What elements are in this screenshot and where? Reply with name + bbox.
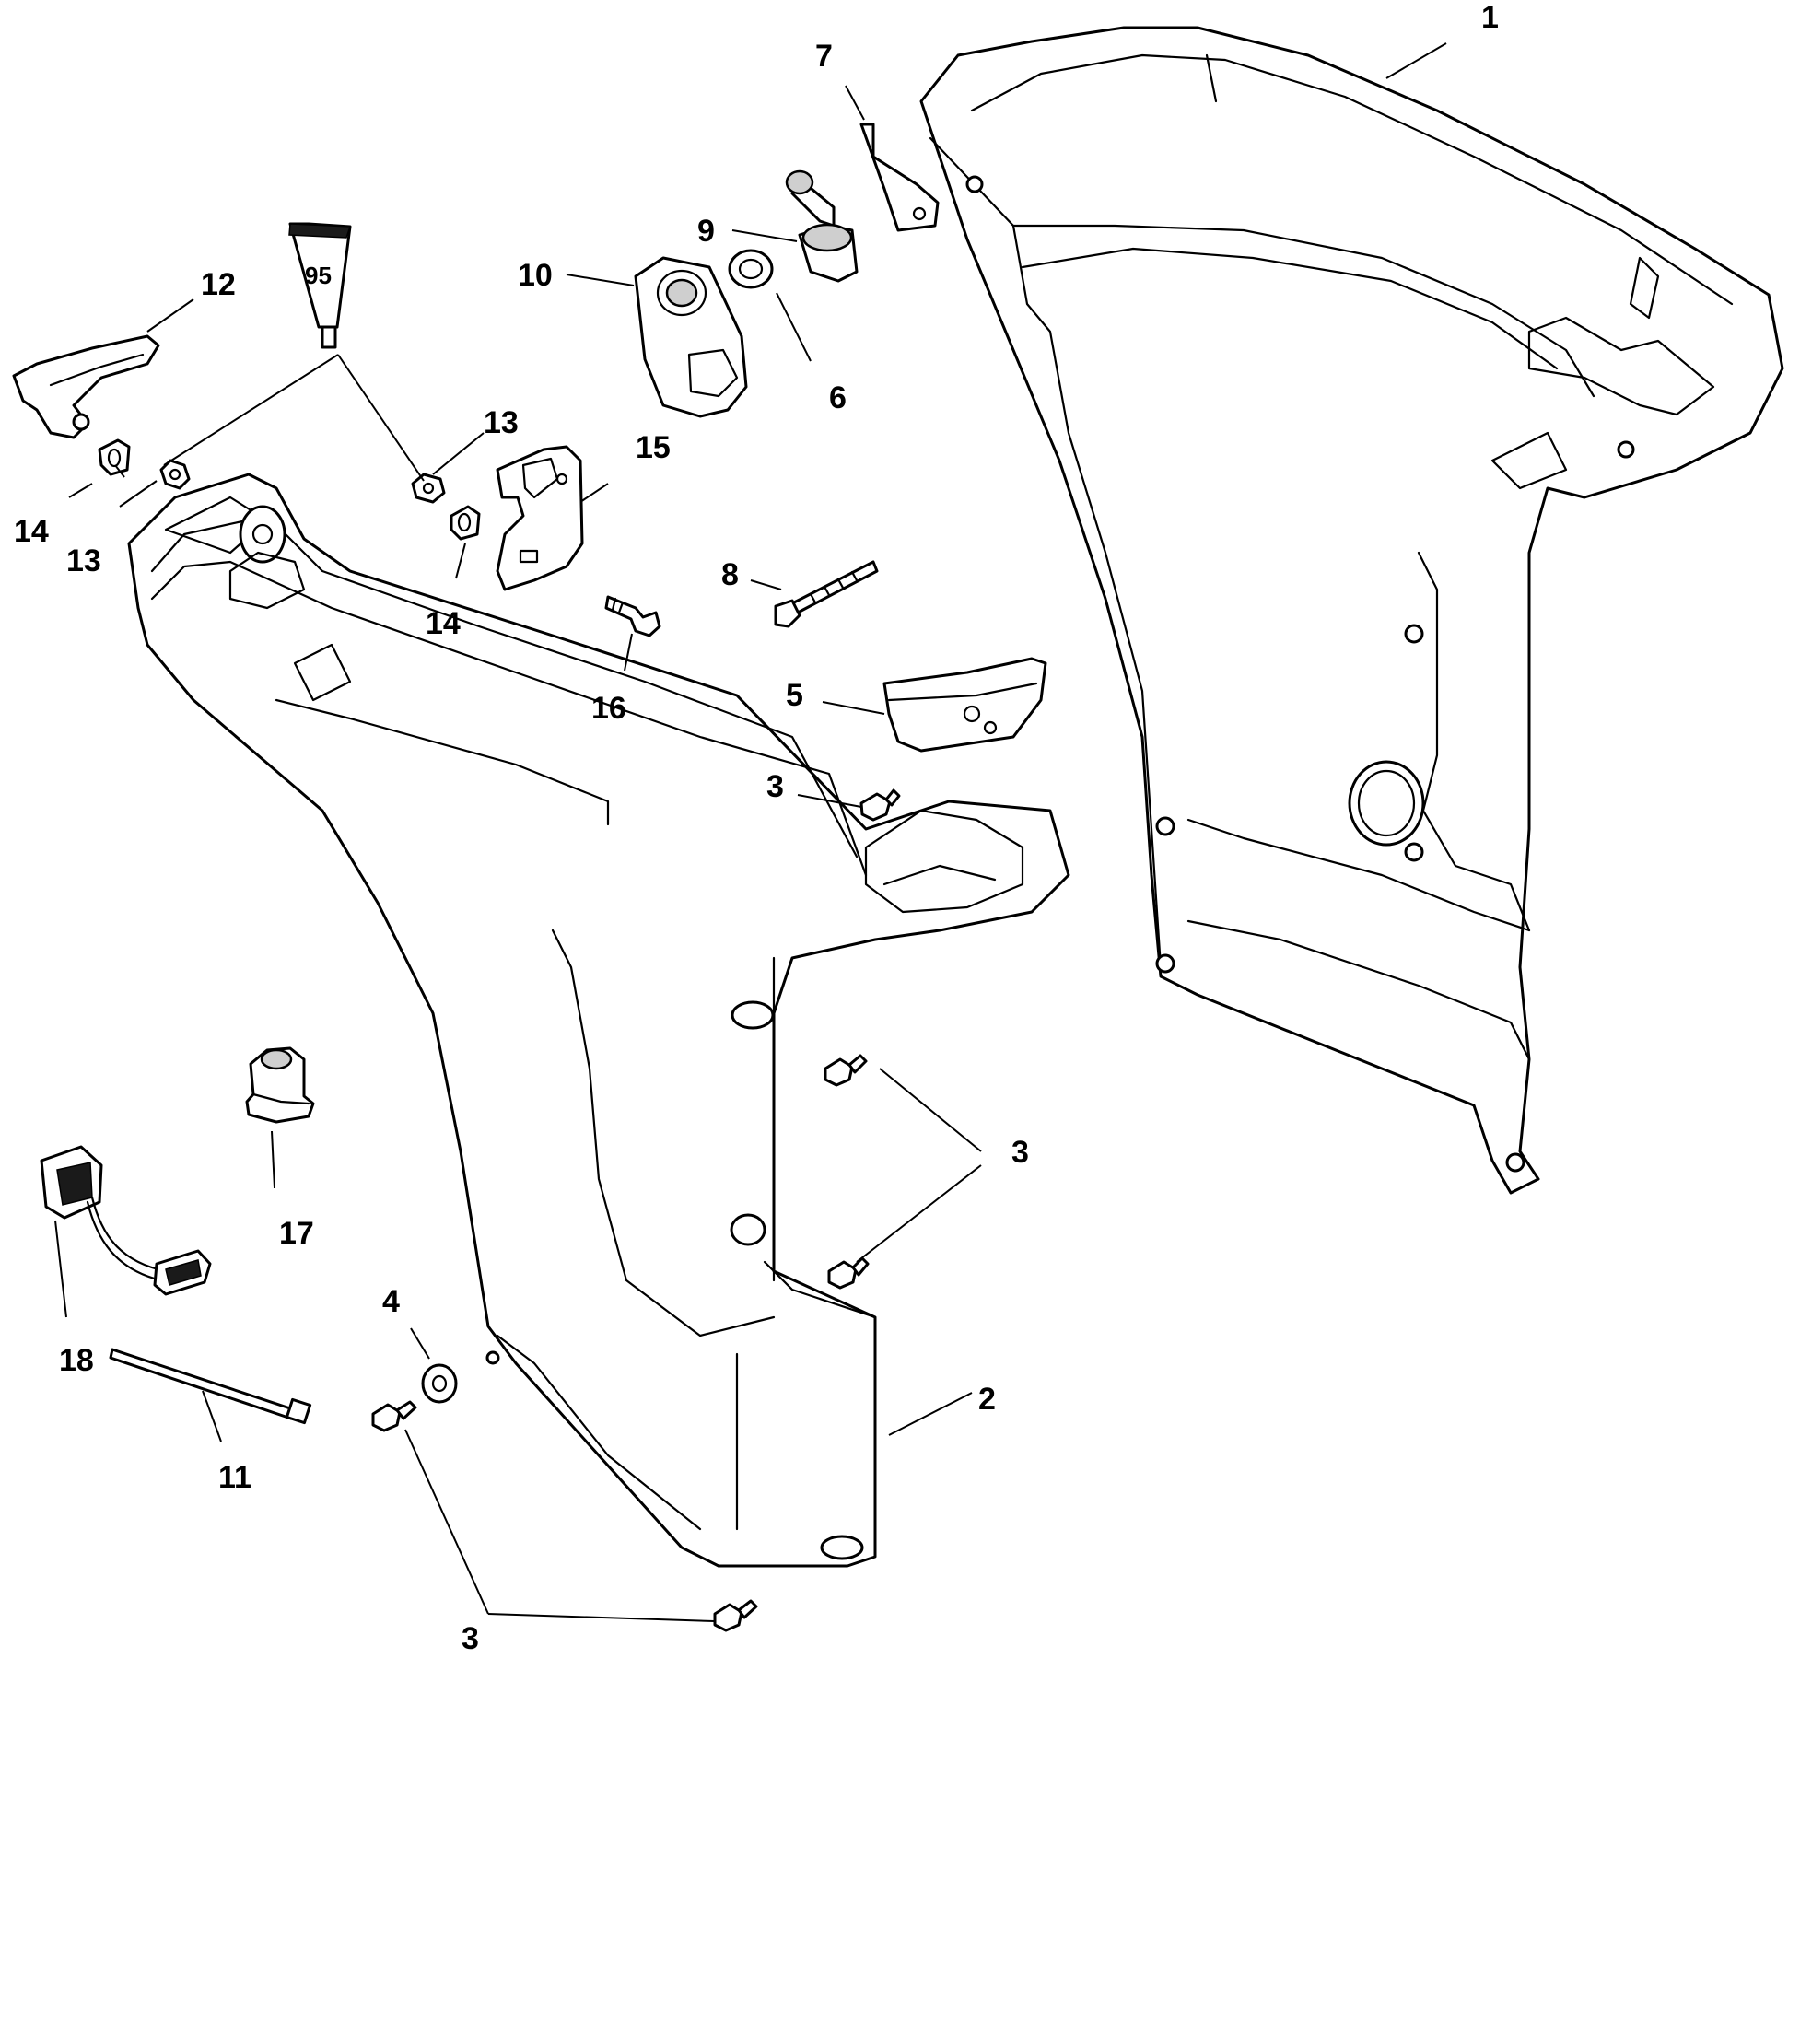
callout-15: 15 — [636, 430, 671, 465]
part-10-seal-plate — [634, 256, 748, 418]
callout-17: 17 — [279, 1216, 314, 1251]
part-3-screw-c — [827, 1256, 870, 1290]
part-18-switch-harness — [40, 1145, 212, 1296]
part-3-screw-b — [824, 1054, 868, 1087]
callout-14-left: 14 — [14, 514, 49, 549]
callout-13-left: 13 — [66, 543, 101, 578]
part-7-bracket — [859, 123, 940, 232]
part-3-screw-d — [371, 1400, 417, 1432]
part-2-port-cowl — [127, 473, 1070, 1568]
callout-16: 16 — [591, 691, 626, 726]
callout-3-mid: 3 — [1011, 1135, 1029, 1170]
leader-lines — [54, 42, 1447, 1622]
callout-3-top: 3 — [766, 769, 784, 804]
callout-2: 2 — [978, 1382, 996, 1417]
callout-13-right: 13 — [484, 405, 519, 440]
callout-6: 6 — [829, 380, 847, 415]
part-3-screw-e — [713, 1599, 758, 1632]
callout-7: 7 — [815, 39, 833, 74]
callout-11: 11 — [218, 1460, 251, 1495]
callout-8: 8 — [721, 557, 739, 592]
part-17-grommet — [245, 1046, 315, 1124]
callout-3-bottom: 3 — [462, 1621, 479, 1656]
callout-4: 4 — [382, 1284, 400, 1319]
part-4-washer — [421, 1363, 458, 1404]
part-11-cable-tie — [109, 1348, 312, 1425]
callout-1: 1 — [1481, 0, 1499, 35]
part-5-cover — [882, 657, 1047, 753]
sealant-tube-label: 95 — [305, 262, 332, 289]
part-8-long-bolt — [774, 560, 879, 628]
callout-12: 12 — [201, 267, 236, 302]
part-1-starboard-cowl — [919, 26, 1784, 1195]
sealant-tube-95: 95 — [288, 222, 352, 349]
callout-14-right: 14 — [426, 606, 461, 641]
callout-18: 18 — [59, 1343, 94, 1378]
part-6-grommet — [728, 249, 774, 289]
part-13-clip-b — [411, 473, 446, 504]
part-15-latch-plate — [496, 445, 584, 591]
part-16-screw — [604, 595, 661, 637]
callout-5: 5 — [786, 678, 803, 713]
part-14-washer-a — [98, 438, 131, 476]
part-12-handle — [12, 334, 160, 439]
callout-labels: 1 2 3 3 3 4 5 6 7 8 9 10 11 12 13 13 14 … — [14, 0, 1499, 1656]
part-9-fitting — [785, 169, 859, 283]
callout-10: 10 — [518, 258, 553, 293]
callout-9: 9 — [697, 214, 715, 249]
part-3-screw-a — [859, 788, 901, 822]
part-14-washer-b — [450, 505, 481, 541]
